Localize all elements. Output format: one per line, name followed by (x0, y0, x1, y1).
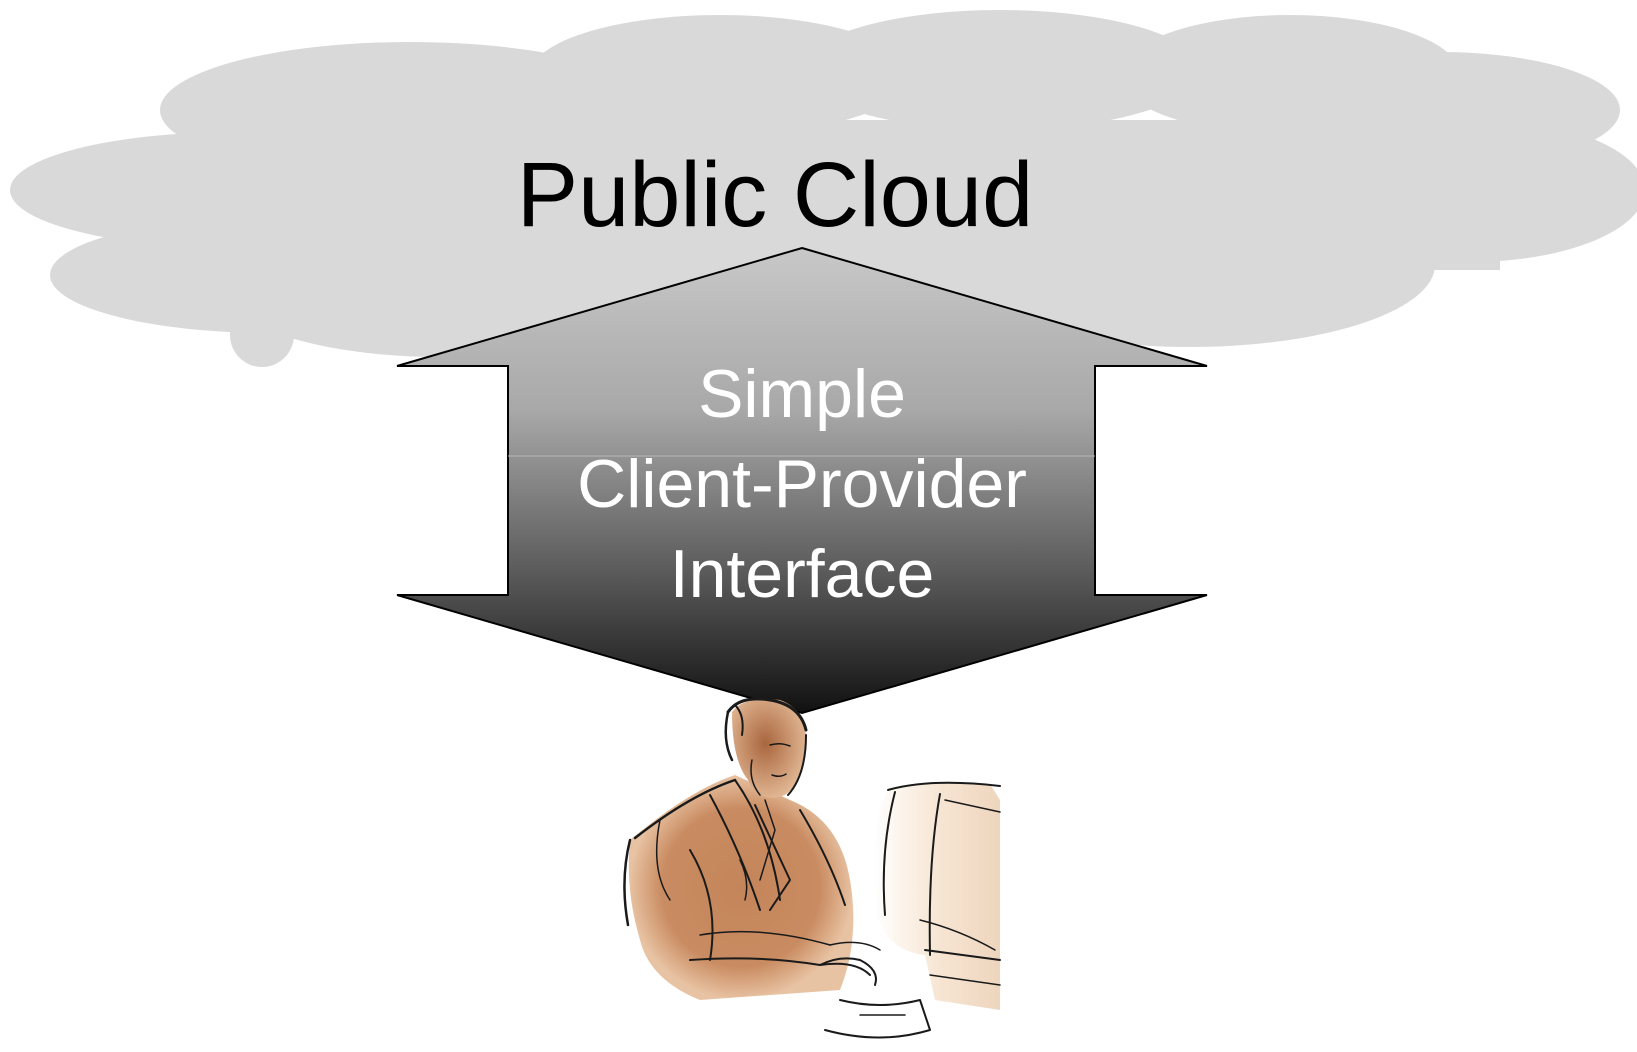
client-provider-interface-arrow (396, 246, 1208, 715)
public-cloud-shape (10, 10, 1637, 367)
arrow-label-line-2: Client-Provider (577, 446, 1027, 522)
arrow-label-line-1: Simple (698, 356, 906, 432)
person-at-computer-icon (623, 697, 1001, 1039)
arrow-label-line-3: Interface (670, 536, 935, 612)
cloud-title: Public Cloud (517, 144, 1034, 246)
